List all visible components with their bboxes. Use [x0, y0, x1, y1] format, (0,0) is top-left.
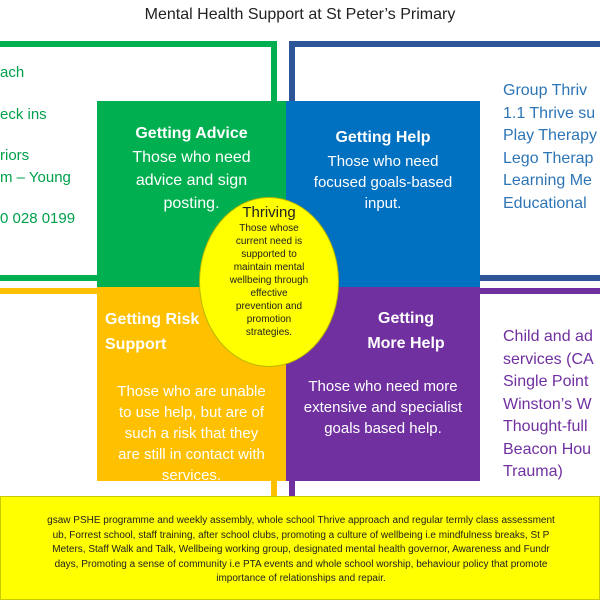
- body-line: wellbeing through: [229, 275, 309, 286]
- body-line: supported to: [241, 249, 297, 260]
- body-line: services.: [161, 467, 222, 484]
- body-line: extensive and specialist: [303, 399, 463, 416]
- thriving-body: Those whose current need is supported to…: [214, 222, 324, 339]
- quadrant-title: Getting More Help: [286, 306, 480, 356]
- body-line: prevention and: [235, 301, 303, 312]
- body-line: to use help, but are of: [118, 404, 265, 421]
- list-item: Beacon Hou: [503, 440, 592, 458]
- title-line: More Help: [367, 335, 445, 352]
- more-help-services-list: Child and ad services (CA Single Point W…: [503, 326, 594, 484]
- body-line: advice and sign: [135, 172, 248, 189]
- banner-line: importance of relationships and repair.: [216, 573, 386, 584]
- quadrant-getting-advice: Getting Advice Those who need advice and…: [97, 101, 286, 287]
- body-line: promotion: [246, 314, 292, 325]
- body-line: maintain mental: [233, 262, 305, 273]
- quadrant-body: Those who need more extensive and specia…: [286, 376, 480, 439]
- page-title: Mental Health Support at St Peter’s Prim…: [144, 6, 456, 23]
- body-line: Those who need: [327, 153, 439, 170]
- quadrant-body: Those who need focused goals-based input…: [286, 151, 480, 214]
- body-line: such a risk that they: [124, 425, 259, 442]
- banner-line: days, Promoting a sense of community i.e…: [54, 558, 548, 570]
- thriving-circle: Thriving Those whose current need is sup…: [199, 197, 339, 367]
- list-spacer: [0, 188, 110, 208]
- list-item: Thought-full: [503, 418, 588, 435]
- list-item: Lego Therap: [503, 149, 594, 167]
- quadrant-body: Those who need advice and sign posting.: [97, 146, 286, 215]
- list-item: ach: [0, 64, 25, 81]
- title-line: Getting: [378, 310, 434, 327]
- list-spacer: [0, 84, 110, 104]
- list-item: m – Young: [0, 168, 71, 186]
- list-item: Winston’s W: [503, 395, 592, 413]
- list-item: riors: [0, 147, 30, 164]
- body-line: input.: [364, 195, 402, 212]
- title-line: Getting Risk: [105, 311, 200, 328]
- thriving-title: Thriving: [242, 204, 296, 221]
- list-item: Educational: [503, 194, 587, 212]
- quadrant-title: Getting Risk Support: [105, 307, 286, 357]
- list-item: eck ins: [0, 105, 47, 123]
- list-item: Child and ad: [503, 328, 593, 345]
- title-line: Support: [105, 336, 167, 353]
- list-item: Single Point: [503, 373, 589, 390]
- body-line: current need is: [235, 236, 303, 247]
- list-item: Group Thriv: [503, 82, 588, 99]
- list-item: Trauma): [503, 463, 563, 480]
- list-item: Learning Me: [503, 172, 592, 189]
- list-item: Play Therapy: [503, 127, 597, 144]
- banner-line: ub, Forrest school, staff training, afte…: [52, 529, 550, 541]
- whole-school-approach-banner: gsaw PSHE programme and weekly assembly,…: [0, 496, 600, 600]
- quadrant-getting-risk-support: Getting Risk Support Those who are unabl…: [97, 287, 286, 484]
- body-line: focused goals-based: [313, 174, 453, 191]
- quadrant-title: Getting Advice: [135, 125, 248, 142]
- banner-line: gsaw PSHE programme and weekly assembly,…: [47, 515, 555, 526]
- body-line: posting.: [163, 195, 220, 212]
- list-item: services (CA: [503, 350, 594, 368]
- banner-line: Meters, Staff Walk and Talk, Wellbeing w…: [52, 544, 550, 555]
- help-services-list: Group Thriv 1.1 Thrive su Play Therapy L…: [503, 80, 597, 215]
- body-line: are still in contact with: [118, 446, 265, 463]
- body-line: Those who need more: [308, 378, 458, 395]
- body-line: Those whose: [239, 223, 299, 234]
- body-line: Those who need: [132, 149, 251, 166]
- list-item: 0 028 0199: [0, 210, 76, 227]
- list-spacer: [0, 125, 110, 145]
- body-line: Those who are unable: [117, 383, 266, 400]
- left-support-list: ach eck ins riors m – Young 0 028 0199: [0, 62, 110, 230]
- body-line: strategies.: [245, 327, 293, 338]
- body-line: effective: [250, 288, 288, 299]
- list-item: 1.1 Thrive su: [503, 104, 596, 122]
- quadrant-body: Those who are unable to use help, but ar…: [97, 381, 286, 486]
- body-line: goals based help.: [324, 420, 442, 437]
- quadrant-title: Getting Help: [335, 129, 431, 146]
